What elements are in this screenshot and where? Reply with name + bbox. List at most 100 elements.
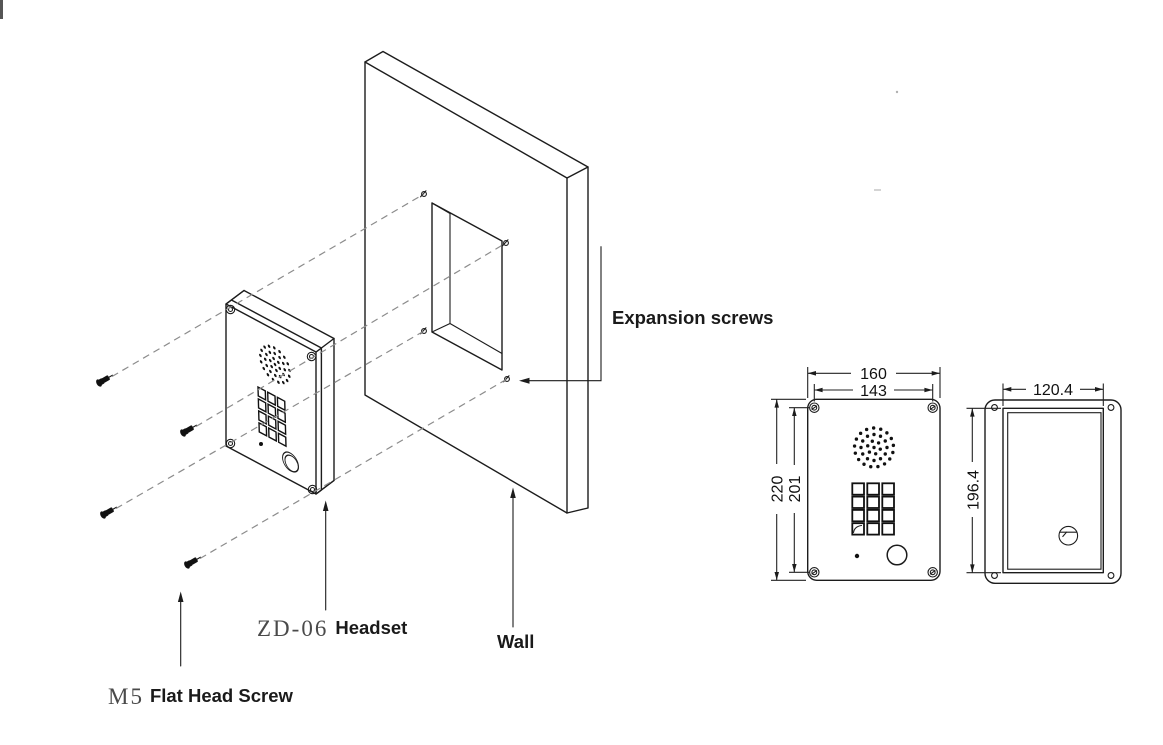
scan-artifact-bar	[0, 0, 3, 19]
speaker-hole-dot	[263, 345, 266, 349]
keypad-key	[257, 397, 267, 414]
keypad-key	[267, 402, 277, 419]
keypad-key	[866, 508, 880, 523]
side-view-drawing: 120.4 196.4	[966, 382, 1122, 585]
wall-callout: Wall	[497, 487, 534, 652]
speaker-hole-dot	[858, 431, 863, 436]
speaker-hole-dot	[272, 356, 275, 361]
speaker-hole-dot	[277, 380, 280, 384]
guide-line	[111, 193, 425, 378]
speaker-hole-dot	[268, 358, 272, 363]
expansion-screws-callout: Expansion screws	[519, 246, 773, 384]
speaker-grill	[852, 426, 896, 469]
m5-screw	[184, 556, 201, 569]
dim-text-hole-spacing-height: 201	[787, 476, 804, 503]
m5-screw	[96, 374, 113, 387]
m5-screw	[180, 424, 197, 437]
dim-overall-height: 220	[770, 398, 806, 581]
speaker-hole-dot	[260, 348, 263, 353]
speaker-hole-dot	[281, 361, 285, 366]
m5-screw	[100, 506, 117, 519]
speaker-hole-dot	[859, 445, 863, 450]
keypad	[851, 482, 895, 536]
speaker-hole-dot	[865, 457, 870, 461]
speaker-hole-dot	[889, 436, 893, 441]
speaker-hole-dot	[277, 360, 280, 365]
dim-text-box-height: 196.4	[966, 470, 983, 510]
front-view-drawing: 160 143 220 201	[770, 366, 941, 581]
wall-arrowhead	[510, 487, 516, 498]
speaker-hole-dot	[269, 369, 272, 374]
speaker-hole-dot	[856, 457, 861, 462]
dim-hole-spacing-height: 201	[787, 407, 810, 573]
speaker-hole-dot	[872, 458, 876, 463]
embedded-box-outer	[1002, 407, 1105, 574]
keypad-key	[866, 495, 880, 509]
dim-hole-spacing-width: 143	[813, 383, 934, 402]
speaker-hole-dot	[286, 362, 290, 366]
dim-text-box-width: 120.4	[1033, 382, 1073, 399]
speck	[895, 90, 899, 94]
keypad-key	[257, 385, 267, 402]
speaker-hole-dot	[866, 444, 870, 448]
keypad-key	[851, 508, 865, 523]
speaker-hole-dot	[885, 431, 889, 435]
mic-hole	[259, 442, 263, 446]
expansion-arrowhead	[519, 377, 530, 384]
wall-label: Wall	[497, 631, 534, 652]
embedded-box-inner	[1007, 412, 1102, 570]
keypad-key	[267, 426, 278, 443]
speaker-hole-dot	[266, 373, 270, 377]
speaker-hole-dot	[273, 351, 277, 356]
speaker-hole-dot	[853, 451, 858, 455]
dim-overall-width: 160	[807, 366, 941, 398]
wall-top-right-edge	[566, 166, 589, 179]
speaker-hole-dot	[871, 426, 876, 430]
speaker-hole-dot	[265, 352, 268, 357]
opening-inner-edges	[431, 202, 503, 355]
keypad-key	[851, 522, 865, 536]
keypad-key	[866, 482, 880, 496]
speaker-hole-dot	[259, 353, 262, 358]
guide-line	[195, 242, 507, 428]
keypad	[257, 385, 287, 448]
keypad-key	[266, 390, 277, 407]
speaker-hole-dot	[865, 434, 870, 438]
call-button	[886, 544, 908, 566]
speaker-hole-dot	[272, 346, 276, 350]
flange-hole	[991, 404, 998, 411]
keypad-key	[851, 482, 865, 496]
speaker-hole-dot	[867, 450, 872, 454]
speaker-hole-dot	[259, 360, 263, 364]
speaker-hole-dot	[872, 445, 876, 450]
dim-box-height: 196.4	[966, 407, 1001, 574]
speaker-hole-dot	[883, 439, 887, 443]
speaker-hole-dot	[278, 350, 281, 354]
speaker-hole-dot	[869, 465, 873, 469]
speaker-hole-dot	[885, 445, 889, 450]
corner-screw	[927, 567, 938, 578]
keypad-key	[276, 396, 286, 412]
dim-text-hole-spacing-width: 143	[860, 383, 887, 400]
speaker-hole-dot	[873, 452, 878, 456]
alignment-guides	[111, 193, 508, 560]
dim-text-overall-height: 220	[770, 476, 787, 503]
speaker-hole-dot	[891, 443, 896, 448]
speaker-hole-dot	[268, 350, 272, 355]
keypad-key	[881, 482, 895, 496]
headset-body-edges	[225, 289, 335, 495]
corner-screw	[927, 402, 938, 413]
speaker-hole-dot	[278, 355, 281, 360]
wall-drawing	[364, 50, 589, 514]
speaker-hole-dot	[285, 378, 289, 383]
scan-specks	[874, 90, 899, 191]
m5-screws	[96, 374, 201, 569]
speaker-hole-dot	[262, 366, 266, 371]
speaker-hole-dot	[872, 432, 876, 437]
speaker-hole-dot	[854, 437, 859, 441]
speaker-hole-dot	[263, 357, 267, 361]
speaker-hole-dot	[864, 427, 869, 432]
